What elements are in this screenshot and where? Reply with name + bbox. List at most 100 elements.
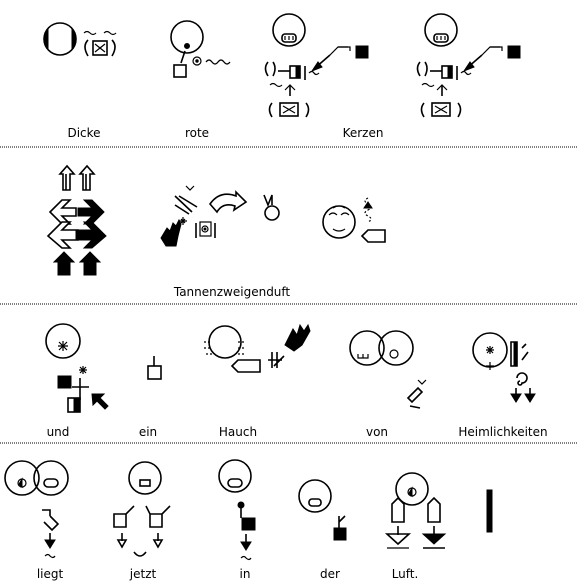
gloss-word: rote <box>185 126 209 140</box>
line-2: Tannenzweigenduft <box>46 164 386 299</box>
hand-up-right-icon <box>427 496 441 523</box>
gloss-word: der <box>320 567 340 581</box>
down-arrows-icon <box>510 393 536 403</box>
hand-square-filled-icon <box>241 517 256 531</box>
mouth-icon <box>308 498 322 507</box>
head-circle-icon <box>128 461 162 495</box>
candle-hand-icon <box>264 45 369 80</box>
sign-dicke <box>43 22 117 57</box>
sign-zweig <box>160 185 280 247</box>
line-3: und ein Hauch von Heimlichkeiten <box>45 323 548 439</box>
head-circle-icon <box>395 472 429 506</box>
head-small-circle-icon <box>264 205 280 221</box>
gloss-word: ein <box>139 425 157 439</box>
gloss-word: jetzt <box>129 567 157 581</box>
sign-tannen-tree <box>46 164 107 276</box>
gloss-word: und <box>47 425 70 439</box>
lips-dot-icon <box>184 43 190 49</box>
head-circle-icon <box>170 20 204 54</box>
hand-square-icon <box>173 64 187 78</box>
gloss-word: Tannenzweigenduft <box>173 285 291 299</box>
contact-circle-icon <box>192 56 202 66</box>
head-circle-right-icon <box>378 330 414 366</box>
mouth-open-icon <box>227 478 243 488</box>
hand-square-filled-icon <box>57 375 72 389</box>
movement-cross-icon <box>268 352 285 368</box>
down-arrow-icon <box>44 539 56 549</box>
puff-hands-icon <box>420 82 462 118</box>
hand-right-icon <box>145 505 171 528</box>
head-circle-icon <box>208 325 242 359</box>
period-bar-icon <box>486 489 493 533</box>
hand-tilted-icon <box>406 386 424 404</box>
gloss-word: Kerzen <box>343 126 384 140</box>
sign-heimlichkeiten <box>472 332 536 403</box>
down-arrow-icon <box>240 541 252 551</box>
sign-kerzen-2 <box>416 13 521 118</box>
head-circle-icon <box>45 323 81 359</box>
head-circle-icon <box>43 22 77 56</box>
head-circle-icon <box>298 479 332 513</box>
asterisk-contact-icon <box>486 346 494 354</box>
gloss-word: liegt <box>37 567 64 581</box>
head-circle-left-icon <box>349 330 385 366</box>
curved-arrow-icon <box>208 190 248 214</box>
wiggle-movement-icon <box>205 59 231 65</box>
finger-line-icon <box>180 50 186 64</box>
mouth-smile-icon <box>332 228 346 232</box>
hand-pointer-icon <box>230 359 261 373</box>
candle-hand-icon <box>416 45 521 80</box>
movement-chevron-icon <box>185 185 195 191</box>
gloss-word: Luft. <box>392 567 419 581</box>
hand-pointer-icon <box>360 229 386 243</box>
down-arrow-right-icon <box>152 539 164 549</box>
gloss-word: Dicke <box>67 126 100 140</box>
head-circle-right-icon <box>33 460 69 496</box>
puff-hands-icon <box>268 82 310 118</box>
sign-der <box>298 479 347 541</box>
hand-fingers-icon <box>284 323 311 352</box>
gloss-word: von <box>366 425 388 439</box>
sign-luft <box>384 472 447 549</box>
line-4: liegt jetzt in der Luft. <box>4 459 493 581</box>
gloss-word: Heimlichkeiten <box>458 425 547 439</box>
finger-hook-icon <box>338 515 346 528</box>
hand-up-left-icon <box>391 496 405 523</box>
sign-in <box>218 459 256 561</box>
mouth-icon <box>139 479 151 487</box>
hand-square-icon <box>147 365 162 380</box>
head-circle-icon <box>272 13 306 47</box>
cheeks-puffed-icon <box>83 30 117 57</box>
sign-ein <box>147 356 162 380</box>
teeth-icon <box>357 354 369 359</box>
sign-liegt <box>4 460 69 559</box>
head-circle-icon <box>322 205 356 239</box>
sign-von <box>349 330 427 409</box>
gloss-word: in <box>240 567 251 581</box>
sign-kerzen-1 <box>264 13 369 118</box>
down-arrow-right-icon <box>421 533 447 545</box>
hand-fingers-icon <box>160 218 182 247</box>
down-arrow-left-icon <box>384 533 412 546</box>
mouth-open-icon <box>43 478 59 488</box>
head-circle-icon <box>218 459 252 493</box>
star-contact-icon <box>58 341 68 351</box>
sign-jetzt <box>113 461 171 557</box>
head-circle-left-icon <box>4 460 40 496</box>
down-arrow-left-icon <box>116 539 128 549</box>
hand-bent-icon <box>42 509 60 532</box>
breath-lines-icon <box>204 341 246 355</box>
diagonal-arrow-icon <box>91 393 109 410</box>
sign-hauch <box>204 323 311 373</box>
asterisk-contact-icon <box>79 366 87 374</box>
hand-left-icon <box>113 505 135 528</box>
root-arrows-icon <box>52 251 102 276</box>
closed-eyes-icon <box>328 212 350 216</box>
sign-rote <box>170 20 231 78</box>
sign-und <box>45 323 109 413</box>
spiral-icon <box>516 372 528 386</box>
sign-duft <box>322 197 386 243</box>
trunk-arrows-icon <box>58 164 96 191</box>
line-1: Dicke rote Kerzen <box>43 13 521 140</box>
